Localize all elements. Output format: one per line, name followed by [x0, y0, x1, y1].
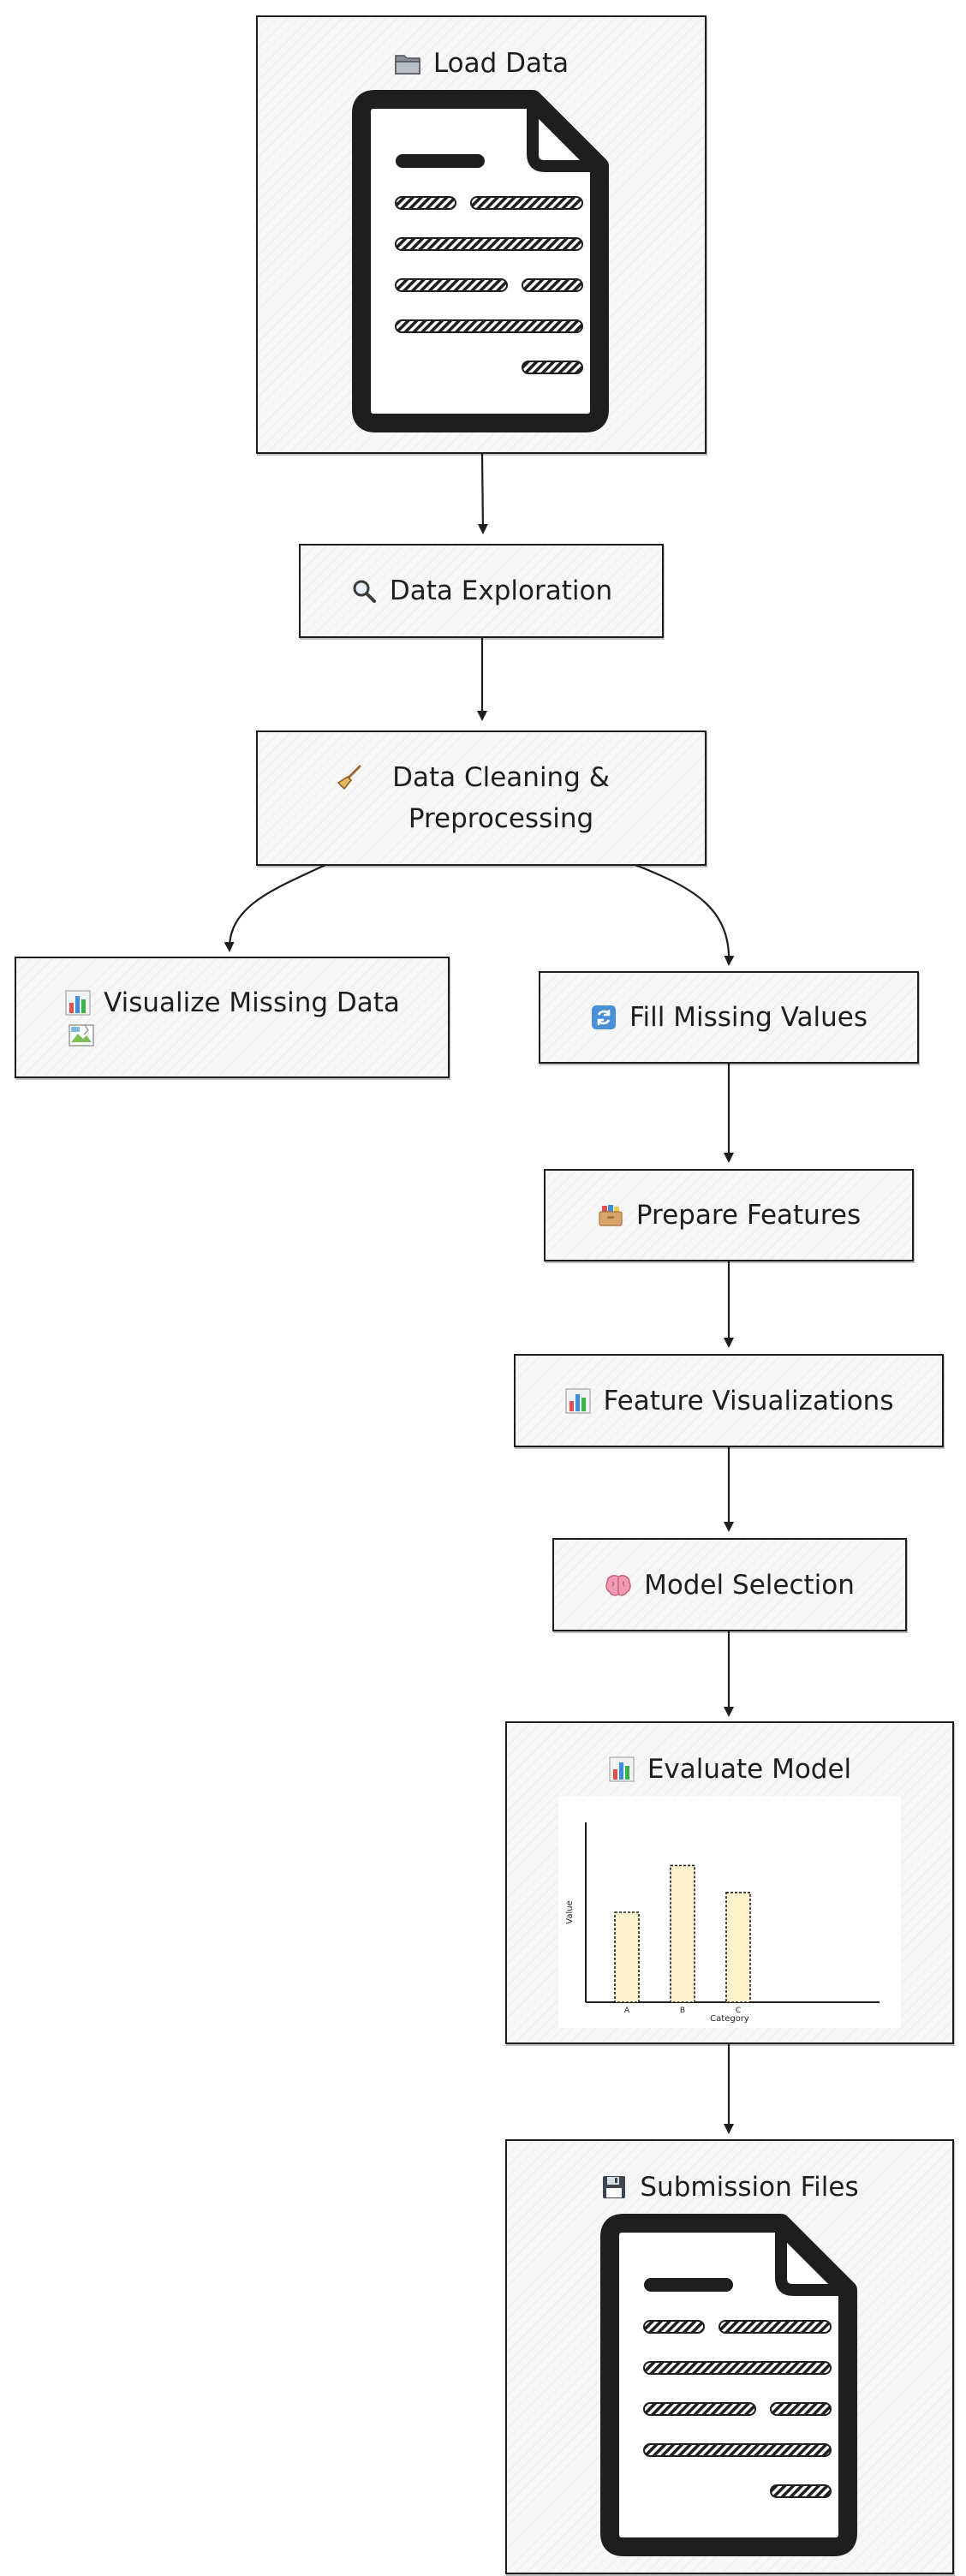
refresh-icon — [590, 1004, 617, 1031]
node-model-selection[interactable]: Model Selection — [552, 1538, 907, 1631]
node-feature-visualizations[interactable]: Feature Visualizations — [514, 1354, 944, 1447]
node-label: Prepare Features — [635, 1200, 862, 1231]
document-icon — [599, 2211, 861, 2561]
bar-chart-icon — [608, 1756, 635, 1783]
brain-icon — [605, 1571, 632, 1599]
node-label: Feature Visualizations — [603, 1385, 894, 1416]
node-load-data[interactable]: Load Data — [256, 15, 707, 454]
node-label: Load Data — [432, 48, 569, 79]
card-file-box-icon — [597, 1202, 624, 1229]
bar-chart-icon — [64, 989, 92, 1017]
node-fill-missing-values[interactable]: Fill Missing Values — [539, 971, 919, 1064]
node-label: Evaluate Model — [647, 1754, 852, 1785]
node-label: Visualize Missing Data — [104, 987, 400, 1018]
node-visualize-missing-data[interactable]: Visualize Missing Data — [15, 957, 450, 1078]
node-label: Data Cleaning & Preprocessing — [392, 762, 610, 834]
node-data-exploration[interactable]: Data Exploration — [299, 544, 664, 638]
node-label: Data Exploration — [389, 575, 613, 606]
bar-C — [725, 1892, 751, 2003]
tick-label-A: A — [624, 2007, 630, 2015]
node-prepare-features[interactable]: Prepare Features — [544, 1169, 914, 1261]
broom-icon — [336, 764, 363, 791]
bar-A — [614, 1911, 640, 2003]
folder-icon — [394, 50, 421, 77]
floppy-disk-icon — [600, 2174, 628, 2201]
x-axis-label: Category — [710, 2014, 749, 2024]
node-data-cleaning[interactable]: Data Cleaning & Preprocessing — [256, 730, 707, 866]
node-submission-files[interactable]: Submission Files — [505, 2139, 954, 2574]
bar-B — [670, 1864, 695, 2003]
edge-clean-to-fill-missing — [635, 863, 735, 966]
bar-chart-icon — [564, 1387, 592, 1415]
edge-load-to-explore — [477, 451, 488, 534]
magnifier-icon — [350, 577, 378, 605]
node-label: Model Selection — [644, 1569, 855, 1601]
broken-image-icon — [68, 1023, 95, 1047]
document-icon — [351, 87, 612, 438]
node-label: Fill Missing Values — [629, 1002, 868, 1033]
node-label: Submission Files — [640, 2172, 859, 2203]
tick-label-B: B — [680, 2007, 685, 2015]
tick-label-C: C — [736, 2007, 741, 2015]
evaluation-bar-chart: Value Category A B C — [558, 1797, 901, 2028]
node-evaluate-model[interactable]: Evaluate Model Value Category A B C — [505, 1721, 954, 2044]
y-axis-label: Value — [565, 1900, 575, 1923]
edge-clean-to-visualize-missing — [224, 864, 326, 952]
